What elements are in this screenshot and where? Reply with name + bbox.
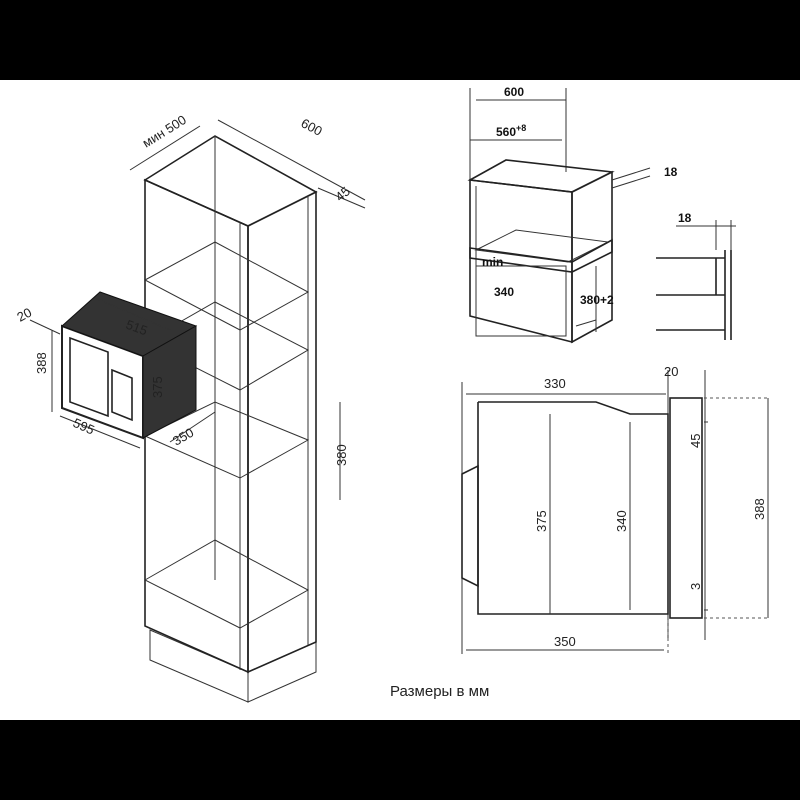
technical-drawing: мин 500 600 45 20 515 388 375 595 350 38…: [14, 85, 770, 703]
dim-oven-inner-height: 375: [150, 376, 165, 398]
dim-side-depth-bottom: 350: [554, 634, 576, 649]
dim-side-outer-height: 375: [534, 510, 549, 532]
dim-niche-height: 380: [334, 444, 349, 466]
dim-side-inner-height: 340: [614, 510, 629, 532]
side-view-diagram: [461, 370, 770, 654]
iso-cabinet: [143, 135, 318, 703]
dim-side-total-height: 388: [752, 498, 767, 520]
dim-side-bottom-gap: 3: [688, 583, 703, 590]
dim-niche-width-outer: 600: [504, 85, 524, 99]
caption: Размеры в мм: [390, 683, 489, 700]
dim-oven-body-depth: 350: [170, 425, 196, 449]
dim-niche-height-value: 380+2: [580, 293, 614, 307]
dim-niche-width-inner: 560+8: [496, 123, 526, 139]
dim-oven-height: 388: [34, 352, 49, 374]
dim-min-value: 340: [494, 285, 514, 299]
dim-cabinet-width: 600: [299, 115, 325, 138]
iso-microwave: [61, 291, 198, 440]
dim-depth-min: мин 500: [140, 112, 189, 151]
niche-diagram: [467, 88, 736, 344]
dim-side-top-gap: 45: [688, 434, 703, 448]
dim-panel-thickness: 18: [664, 165, 678, 179]
dim-side-depth-top: 330: [544, 376, 566, 391]
dim-min-label: min: [482, 255, 503, 269]
dim-oven-front: 20: [14, 305, 34, 325]
dim-side-front-thickness: 20: [664, 364, 678, 379]
dim-side-thickness: 18: [678, 211, 692, 225]
iso-dimensions: [29, 119, 366, 500]
diagram-canvas: мин 500 600 45 20 515 388 375 595 350 38…: [0, 80, 800, 720]
dim-oven-inner-width: 515: [124, 317, 150, 339]
